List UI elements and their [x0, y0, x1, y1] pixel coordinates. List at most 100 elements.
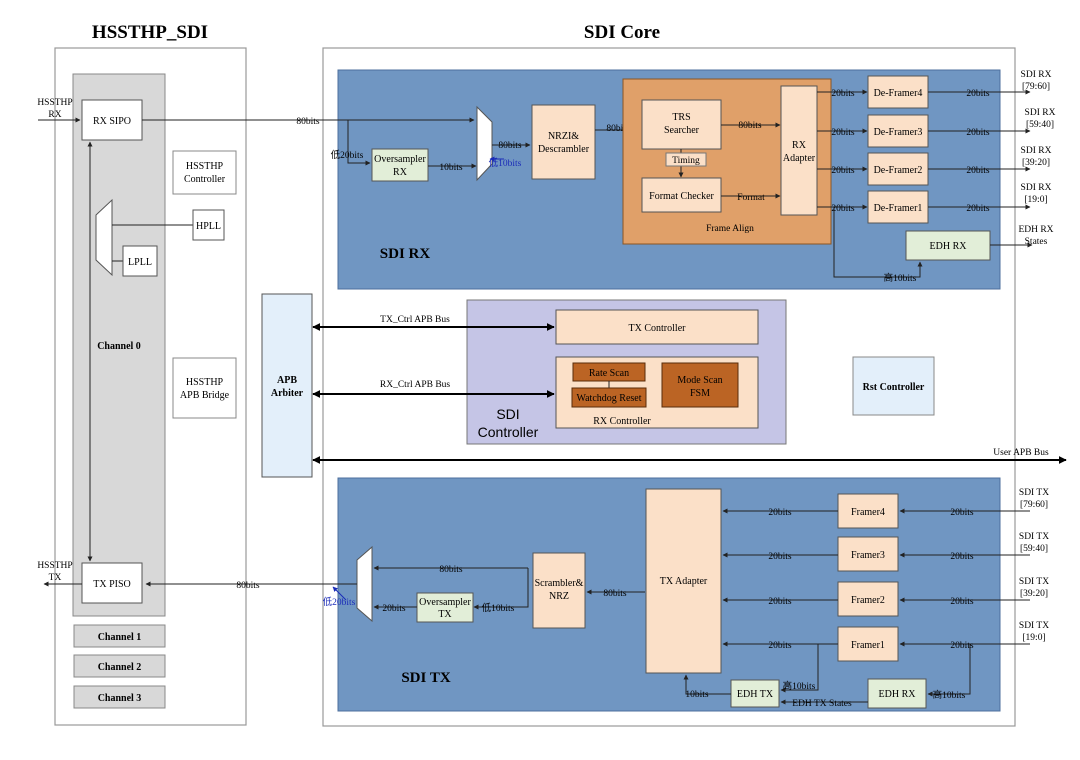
sdi-tx-in-59-40-l1: SDI TX: [1019, 532, 1049, 542]
rx-mux-80bits: 80bits: [498, 141, 522, 151]
framer1-adapter-label: 20bits: [768, 641, 792, 651]
sdi-core-title: SDI Core: [584, 22, 660, 43]
sdi-rx-out-39-20-l1: SDI RX: [1021, 146, 1052, 156]
sdi-rx-out-79-60-l2: [79:60]: [1022, 82, 1050, 92]
nrzi-line1: NRZI&: [548, 131, 579, 142]
sdi-tx-in-3-label: 20bits: [950, 552, 974, 562]
df3-out-label: 20bits: [966, 128, 990, 138]
adapter-df2-label: 20bits: [831, 166, 855, 176]
tx-80bits-out-label: 80bits: [236, 581, 260, 591]
apb-bridge-line2: APB Bridge: [180, 390, 230, 401]
sdi-tx-in-19-0-l2: [19:0]: [1022, 633, 1045, 643]
tx-piso-label: TX PISO: [93, 579, 131, 590]
sdi-rx-label: SDI RX: [380, 246, 431, 262]
tx-edh-rx-label: EDH RX: [879, 689, 917, 700]
hssthp-sdi-title: HSSTHP_SDI: [92, 22, 208, 43]
channel-1-box: [73, 624, 166, 648]
df4-out-label: 20bits: [966, 89, 990, 99]
scrambler-line1: Scrambler&: [535, 578, 584, 589]
hssthp-controller-block: [172, 150, 237, 195]
format-checker-block: [641, 177, 722, 213]
adapter-df4-label: 20bits: [831, 89, 855, 99]
channel-2-box: [73, 654, 166, 678]
de-framer1-block: [867, 190, 929, 224]
rx-mux: [476, 105, 493, 182]
lpll-block: [122, 245, 158, 277]
sdi-tx-in-59-40-l2: [59:40]: [1020, 544, 1048, 554]
rx-ctrl-apb-bus-label: RX_Ctrl APB Bus: [380, 380, 451, 390]
rx-sipo-label: RX SIPO: [93, 116, 131, 127]
edh-rx-high10-label: 高10bits: [884, 272, 917, 284]
user-apb-bus-label: User APB Bus: [993, 448, 1049, 458]
rx-oversampler-block: [371, 148, 429, 182]
adapter-df1-label: 20bits: [831, 204, 855, 214]
hssthp-tx-line1: HSSTHP: [37, 561, 72, 571]
framer1-edh-tx-high10: [780, 644, 819, 693]
edh-rx-label: EDH RX: [930, 241, 968, 252]
rx-oversampler-line1: Oversampler: [374, 154, 426, 165]
tx-ctrl-apb-bus-label: TX_Ctrl APB Bus: [380, 315, 450, 325]
watchdog-reset-label: Watchdog Reset: [576, 393, 641, 404]
hpll-label: HPLL: [196, 221, 221, 232]
hssthp-rx-line1: HSSTHP: [37, 98, 72, 108]
framer4-label: Framer4: [851, 507, 885, 518]
apb-arbiter-line1: APB: [277, 375, 297, 386]
tx-controller-block: [555, 309, 759, 345]
rst-controller-block: [852, 356, 935, 416]
sdi-rx-out-59-40-l2: [59:40]: [1026, 120, 1054, 130]
format-checker-label: Format Checker: [649, 191, 714, 202]
hssthp-rx-line2: RX: [48, 110, 61, 120]
tx-oversampler-out-label: 20bits: [382, 604, 406, 614]
sdi-tx-label: SDI TX: [401, 670, 450, 686]
rx-low20-branch: [347, 120, 371, 166]
hssthp-apb-bridge-block: [172, 357, 237, 419]
edh-tx-states-label: EDH TX States: [792, 699, 852, 709]
lpll-label: LPLL: [128, 257, 152, 268]
adapter-df3-label: 20bits: [831, 128, 855, 138]
edh-rx-block: [905, 230, 991, 261]
framer2-adapter-label: 20bits: [768, 597, 792, 607]
trs-line2: Searcher: [664, 125, 700, 136]
watchdog-reset-block: [571, 387, 647, 408]
edh-rx-high10: [833, 207, 923, 278]
sdi-tx-in-19-0-l1: SDI TX: [1019, 621, 1049, 631]
sdi-tx-edh-rx-high10: [927, 644, 971, 697]
sdi-tx-in-4-label: 20bits: [950, 508, 974, 518]
tx-oversampler-block: [416, 592, 474, 623]
tx-mux: [356, 545, 373, 623]
sdi-tx-in-79-60-l2: [79:60]: [1020, 500, 1048, 510]
tx-oversampler-line1: Oversampler: [419, 597, 471, 608]
rate-scan-label: Rate Scan: [589, 368, 629, 379]
rx-adapter-block: [780, 85, 818, 216]
sdi-tx-edh-rx-high10-label: 高10bits: [933, 689, 966, 701]
tx-edh-rx-block: [867, 678, 927, 709]
edh-rx-states-l1: EDH RX: [1018, 225, 1053, 235]
sdi-controller-line2: Controller: [478, 424, 539, 440]
sdi-controller-line1: SDI: [496, 406, 519, 422]
trs-80bits: 80bits: [738, 121, 762, 131]
rx-adapter-line2: Adapter: [783, 153, 816, 164]
framer1-label: Framer1: [851, 640, 885, 651]
tx-adapter-block: [645, 488, 722, 674]
rx-80bits-label: 80bits: [296, 117, 320, 127]
edh-tx-block: [730, 679, 780, 708]
tx-low20-label: 低20bits: [323, 596, 356, 608]
tx-adapter-label: TX Adapter: [660, 576, 708, 587]
scrambler-nrz-block: [532, 552, 586, 629]
de-framer3-block: [867, 114, 929, 148]
sdi-rx-out-79-60-l1: SDI RX: [1021, 70, 1052, 80]
df1-out-label: 20bits: [966, 204, 990, 214]
scrambler-line2: NRZ: [549, 591, 569, 602]
channel-3-label: Channel 3: [98, 693, 142, 704]
framer3-label: Framer3: [851, 550, 885, 561]
sdi-tx-in-39-20-l2: [39:20]: [1020, 589, 1048, 599]
sdi-rx-out-19-0-l2: [19:0]: [1024, 195, 1047, 205]
timing-label-box: [665, 152, 707, 167]
rx-sipo-block: [81, 99, 143, 141]
sdi-tx-in-2-label: 20bits: [950, 597, 974, 607]
nrzi-line2: Descrambler: [538, 144, 590, 155]
sdi-tx-in-79-60-l1: SDI TX: [1019, 488, 1049, 498]
pll-mux: [95, 198, 113, 277]
edh-tx-10bits-label: 10bits: [685, 690, 709, 700]
